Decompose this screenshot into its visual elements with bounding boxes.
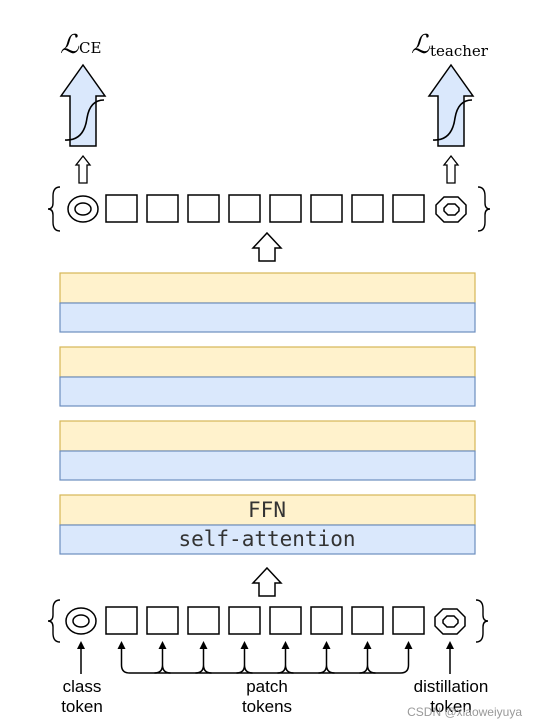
distillation-token-label-line2: token [430,697,472,716]
ffn-layer-4 [59,272,476,304]
patch-connector-branch [154,649,171,674]
ce-sigmoid-icon [64,99,105,141]
patch-arrowhead-icon [240,641,249,649]
input-patch-token [392,606,425,635]
input-class-token-icon [65,607,97,635]
input-stack-arrow-icon [251,566,283,597]
loss-ce-symbol: ℒ [60,30,80,60]
ce-head-arrow-icon [59,63,107,147]
patch-tokens-connector [117,641,413,674]
input-patch-token [187,606,220,635]
ce-head [59,63,107,147]
teacher-sigmoid-icon [432,99,473,141]
input-patch-token [351,606,384,635]
output-patch-token [310,194,343,223]
left-curly-brace-icon [47,186,61,232]
ce-input-arrow-icon [74,154,92,184]
loss-teacher-symbol: ℒ [411,30,431,60]
class-arrowhead-icon [77,641,85,649]
output-patch-token [228,194,261,223]
patch-arrowhead-icon [117,641,126,649]
teacher-input-arrow-icon [442,154,460,184]
output-patch-token [351,194,384,223]
teacher-head [427,63,475,147]
input-connectors [77,641,454,674]
transformer-block-1: FFN self-attention [59,494,476,555]
loss-teacher-subscript: teacher [430,42,489,60]
attention-layer-1 [59,524,476,555]
patch-tokens-label-line2: tokens [242,697,292,716]
output-token-row [47,186,491,232]
patch-arrowhead-icon [322,641,331,649]
patch-connector-branch [318,649,335,674]
watermark: CSDN @xiaoweiyuya [407,705,522,719]
transformer-block-2 [59,420,476,481]
patch-tokens-label: patch tokens [242,677,292,716]
patch-connector-branch [236,649,253,674]
distillation-token-label-line1: distillation [414,677,489,696]
patch-connector-branch [277,649,294,674]
patch-connector-branch [195,649,212,674]
loss-ce-label: ℒ CE [60,30,101,60]
output-patch-token [187,194,220,223]
output-patch-token [392,194,425,223]
class-token-label-line1: class [63,677,102,696]
attention-layer-2 [59,450,476,481]
input-patch-tokens [105,606,425,635]
input-distillation-token-icon [434,608,466,635]
ffn-layer-2 [59,420,476,452]
patch-rail [120,649,410,674]
class-token-label: class token [61,677,103,716]
patch-arrowhead-icon [404,641,413,649]
input-token-row [47,599,489,643]
patch-connector-branch [359,649,376,674]
loss-teacher-label: ℒ teacher [411,30,489,60]
transformer-block-4 [59,272,476,333]
teacher-head-arrow-icon [427,63,475,147]
patch-arrowhead-icon [363,641,372,649]
output-distillation-token-icon [435,196,467,223]
patch-arrowhead-icon [281,641,290,649]
output-patch-token [105,194,138,223]
input-patch-token [228,606,261,635]
output-patch-token [269,194,302,223]
ffn-layer-3 [59,346,476,378]
loss-ce-subscript: CE [79,39,101,57]
input-patch-token [269,606,302,635]
ffn-label: FFN [248,498,286,522]
ffn-layer-1 [59,494,476,526]
input-patch-token [146,606,179,635]
output-class-token-icon [67,195,99,223]
patch-arrowhead-icon [199,641,208,649]
stack-output-arrow-icon [251,231,283,262]
distillation-token-label: distillation token [414,677,489,716]
attention-layer-3 [59,376,476,407]
patch-tokens-label-line1: patch [246,677,288,696]
input-right-curly-brace-icon [475,599,489,643]
self-attention-label: self-attention [178,527,355,551]
attention-layer-4 [59,302,476,333]
input-left-curly-brace-icon [47,599,61,643]
output-patch-tokens [105,194,425,223]
patch-arrowhead-icon [158,641,167,649]
input-patch-token [310,606,343,635]
input-patch-token [105,606,138,635]
class-token-label-line2: token [61,697,103,716]
output-patch-token [146,194,179,223]
distillation-arrowhead-icon [446,641,454,649]
transformer-block-3 [59,346,476,407]
right-curly-brace-icon [477,186,491,232]
